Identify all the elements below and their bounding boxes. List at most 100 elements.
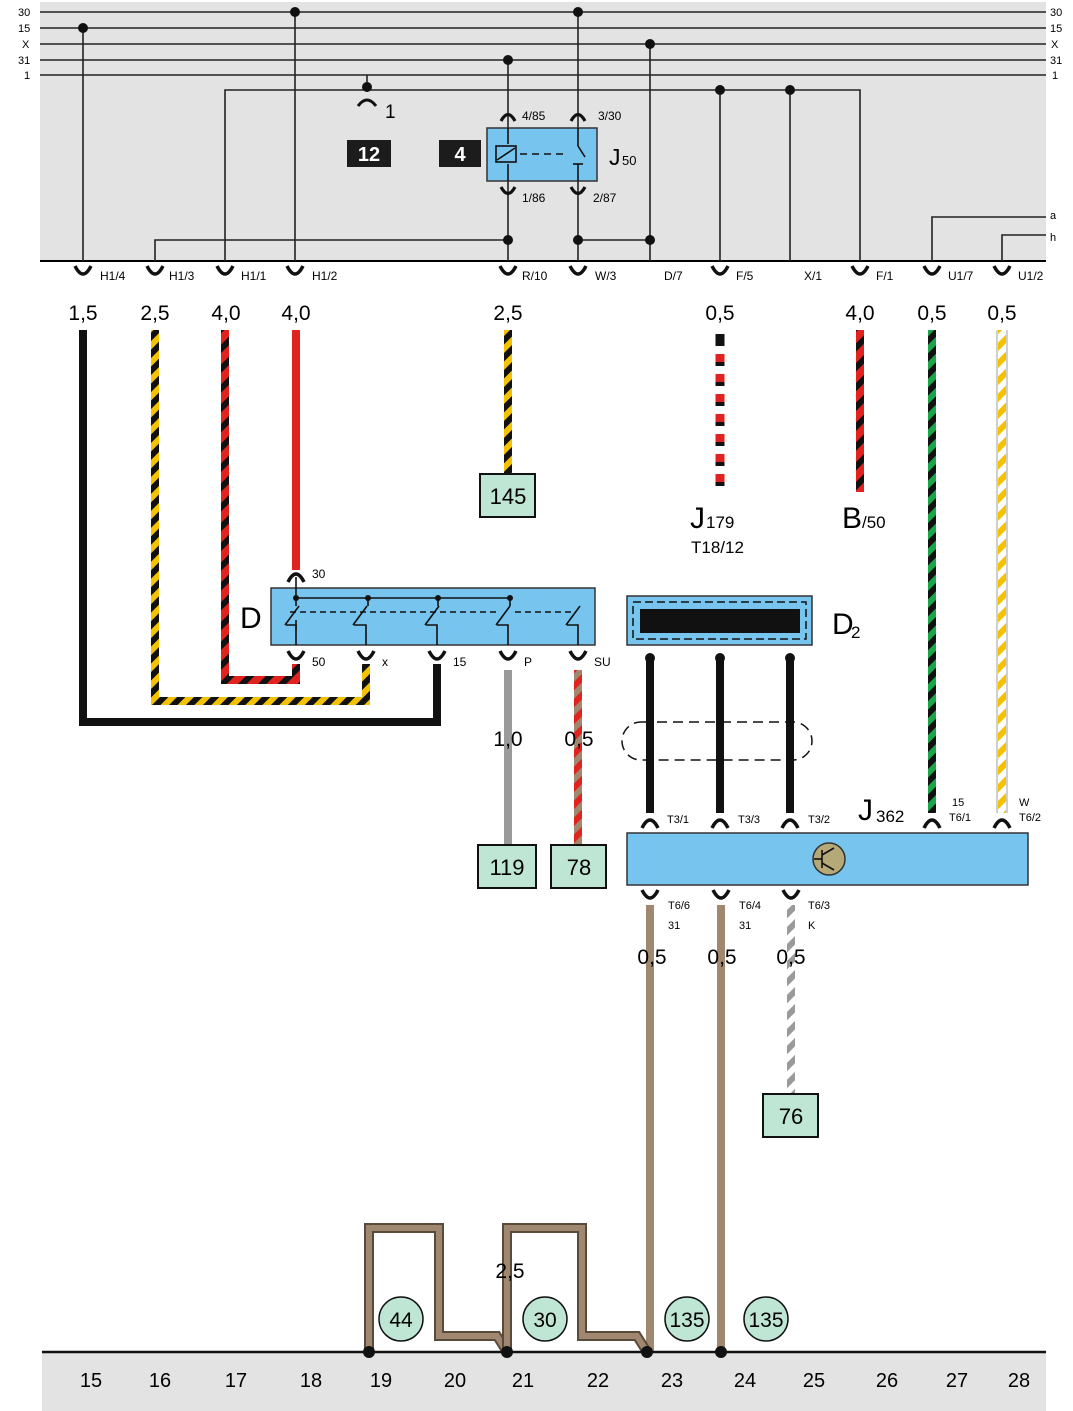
column-22: 22 xyxy=(587,1370,609,1392)
ref-76-label: 76 xyxy=(779,1104,803,1129)
connector-u1-7: U1/7 xyxy=(948,269,974,283)
gauge-h1-2: 4,0 xyxy=(281,302,310,325)
ground-junctions xyxy=(363,1346,727,1358)
relay-j50[interactable] xyxy=(486,127,598,182)
ref-145-label: 145 xyxy=(490,484,527,509)
ground-point-135-b[interactable] xyxy=(743,1296,789,1342)
ignition-switch-pin-arcs xyxy=(286,572,588,661)
rail-label-31-right: 31 xyxy=(1050,55,1062,67)
gauge-r-10: 2,5 xyxy=(493,302,522,325)
fuse-pin: 1 xyxy=(385,102,396,123)
ref-box-145[interactable] xyxy=(479,473,536,518)
rail-label-30-right: 30 xyxy=(1050,7,1062,19)
fuse-slot-number: 12 xyxy=(358,144,380,166)
connector-x-1: X/1 xyxy=(804,269,822,283)
connector-h1-4: H1/4 xyxy=(100,269,126,283)
column-18: 18 xyxy=(300,1370,322,1392)
column-20: 20 xyxy=(444,1370,466,1392)
ignition-pin-su: SU xyxy=(594,655,611,669)
panel-junction-dots xyxy=(78,7,795,245)
wire-h1-1-red-black xyxy=(221,330,300,684)
fuse-symbol xyxy=(356,98,378,107)
j362-pin-t6-1: T6/1 xyxy=(949,812,971,824)
column-15: 15 xyxy=(80,1370,102,1392)
connector-f-5: F/5 xyxy=(736,269,754,283)
column-27: 27 xyxy=(946,1370,968,1392)
immobilizer-coil-name: D xyxy=(832,608,854,641)
j362-pin-t6-4-sub: 31 xyxy=(739,920,751,932)
relay-name-sub: 50 xyxy=(622,153,636,168)
relay-pin-87: 2/87 xyxy=(593,191,617,205)
relay-slot-number: 4 xyxy=(454,144,466,166)
gauge-su: 0,5 xyxy=(564,728,593,751)
gauge-ground-strap: 2,5 xyxy=(495,1260,524,1283)
aux-label-h: h xyxy=(1050,232,1056,244)
ref-119-label: 119 xyxy=(489,855,524,880)
connector-d-7: D/7 xyxy=(664,269,683,283)
relay-slot-badge xyxy=(439,140,481,167)
connector-u1-2: U1/2 xyxy=(1018,269,1044,283)
column-16: 16 xyxy=(149,1370,171,1392)
j362-pin-arcs xyxy=(640,818,1012,900)
ground-point-30[interactable] xyxy=(522,1296,568,1342)
aux-label-a: a xyxy=(1050,210,1057,222)
column-26: 26 xyxy=(876,1370,898,1392)
connector-w-3: W/3 xyxy=(595,269,617,283)
rail-label-1-left: 1 xyxy=(24,70,30,82)
ignition-pin-p: P xyxy=(524,655,532,669)
gauge-f-1: 4,0 xyxy=(845,302,874,325)
gauge-t6-4: 0,5 xyxy=(707,946,736,969)
ref-b50-name: B xyxy=(842,502,862,535)
panel-connector-arcs xyxy=(73,265,1012,276)
ground-point-135-a[interactable] xyxy=(664,1296,710,1342)
transistor-icon xyxy=(812,842,846,876)
relay-pin-arcs xyxy=(499,112,587,196)
j362-pin-t3-2: T3/2 xyxy=(808,814,830,826)
ground-point-44[interactable] xyxy=(378,1296,424,1342)
j362-pin-t3-3: T3/3 xyxy=(738,814,760,826)
j362-pin-t6-3: T6/3 xyxy=(808,900,830,912)
ref-j179-sub: 179 xyxy=(706,513,734,532)
fuse-slot-badge xyxy=(347,140,391,167)
relay-pin-86: 1/86 xyxy=(522,191,546,205)
gauge-h1-3: 2,5 xyxy=(140,302,169,325)
gauge-t6-3: 0,5 xyxy=(776,946,805,969)
column-numbers: 15 16 17 18 19 20 21 22 23 24 25 26 27 2… xyxy=(80,1370,1030,1392)
ground-strap-wires xyxy=(364,1223,652,1355)
ignition-pin-50: 50 xyxy=(312,655,326,669)
ref-box-119[interactable] xyxy=(477,844,537,889)
j362-pin-t6-3-sub: K xyxy=(808,920,816,932)
j362-pin-t6-1-top: 15 xyxy=(952,797,964,809)
gauge-u1-7: 0,5 xyxy=(917,302,946,325)
column-21: 21 xyxy=(512,1370,534,1392)
j362-pin-t3-1: T3/1 xyxy=(667,814,689,826)
connector-h1-2: H1/2 xyxy=(312,269,338,283)
column-17: 17 xyxy=(225,1370,247,1392)
j362-pin-t6-2: T6/2 xyxy=(1019,812,1041,824)
ignition-pin-x: x xyxy=(382,655,388,669)
column-19: 19 xyxy=(370,1370,392,1392)
rail-label-31-left: 31 xyxy=(18,55,30,67)
panel-internal-wiring xyxy=(82,12,1046,261)
column-23: 23 xyxy=(661,1370,683,1392)
ref-box-78[interactable] xyxy=(550,844,607,889)
rail-label-x-right: X xyxy=(1051,39,1059,51)
ref-j179-name: J xyxy=(690,502,705,535)
ref-box-76[interactable] xyxy=(762,1093,819,1138)
j362-pin-t6-2-top: W xyxy=(1019,797,1030,809)
ground-point-135-a-label: 135 xyxy=(669,1309,704,1332)
connector-f-1: F/1 xyxy=(876,269,894,283)
cable-shield xyxy=(621,721,813,761)
j362-pin-t6-6-sub: 31 xyxy=(668,920,680,932)
gauge-h1-1: 4,0 xyxy=(211,302,240,325)
j362-pin-t6-4: T6/4 xyxy=(739,900,761,912)
ref-j179-pin: T18/12 xyxy=(691,538,744,557)
gauge-h1-4: 1,5 xyxy=(68,302,97,325)
ignition-pin-15: 15 xyxy=(453,655,467,669)
column-24: 24 xyxy=(734,1370,756,1392)
ignition-switch-d[interactable] xyxy=(270,587,596,646)
relay-name: J xyxy=(609,144,621,170)
j362-sub: 362 xyxy=(876,807,904,826)
power-rails xyxy=(40,11,1046,76)
ref-b50-sub: /50 xyxy=(862,513,886,532)
